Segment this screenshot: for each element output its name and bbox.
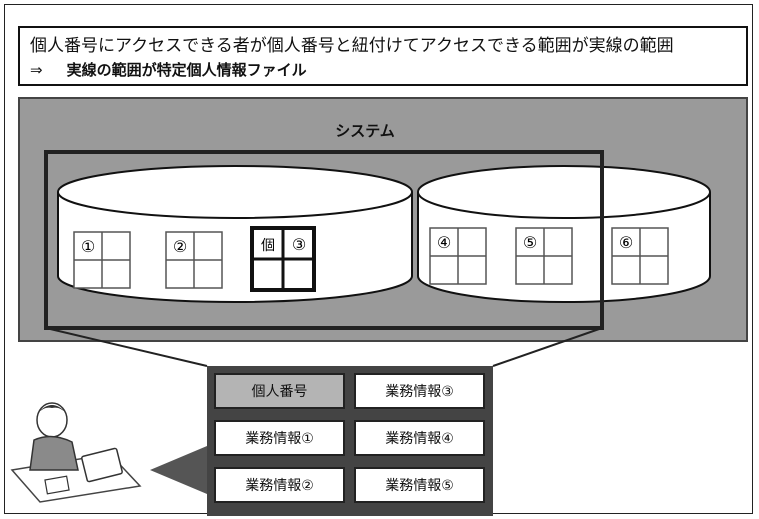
header-line-2: ⇒ 実線の範囲が特定個人情報ファイル [30, 58, 736, 82]
database-left [57, 165, 413, 303]
header-line-2-text: 実線の範囲が特定個人情報ファイル [66, 61, 307, 79]
info-cell-business-3: 業務情報③ [354, 373, 485, 409]
zoom-line-right [492, 327, 603, 367]
table-3-personal-number: 個 ③ [250, 226, 316, 292]
person-at-laptop-icon [10, 402, 142, 503]
table-5-label: ⑤ [523, 233, 537, 252]
table-6: ⑥ [611, 227, 669, 285]
system-title: システム [335, 122, 395, 140]
table-4-label: ④ [437, 233, 451, 252]
implies-arrow: ⇒ [30, 61, 43, 79]
table-1-label: ① [81, 237, 95, 256]
table-6-label: ⑥ [619, 233, 633, 252]
info-cell-personal-number: 個人番号 [214, 373, 345, 409]
info-cell-business-4: 業務情報④ [354, 420, 485, 456]
info-cell-business-1: 業務情報① [214, 420, 345, 456]
table-3-label: ③ [292, 235, 306, 254]
info-cell-business-5: 業務情報⑤ [354, 467, 485, 503]
table-2: ② [165, 231, 223, 289]
table-4: ④ [429, 227, 487, 285]
table-5: ⑤ [515, 227, 573, 285]
header-box: 個人番号にアクセスできる者が個人番号と紐付けてアクセスできる範囲が実線の範囲 ⇒… [18, 26, 748, 86]
zoom-line-left [45, 327, 208, 367]
info-cell-business-2: 業務情報② [214, 467, 345, 503]
header-line-1: 個人番号にアクセスできる者が個人番号と紐付けてアクセスできる範囲が実線の範囲 [30, 36, 674, 56]
personal-number-tag: 個 [261, 238, 275, 254]
table-1: ① [73, 231, 131, 289]
table-2-label: ② [173, 237, 187, 256]
solid-range-boundary [44, 150, 604, 330]
user-pointer [150, 446, 207, 494]
